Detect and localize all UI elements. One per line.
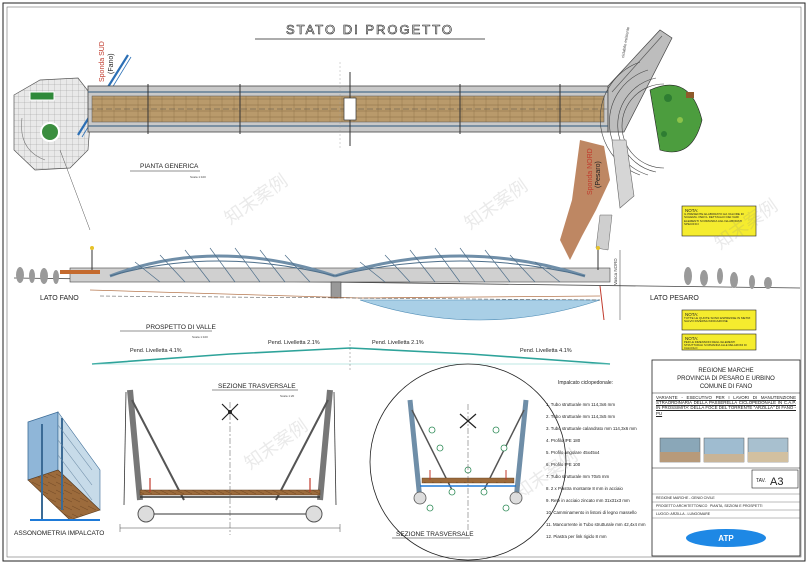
note-3-title: NOTA: xyxy=(685,336,698,341)
impalcato-item-1: 1. Tubo strutturale mm 114,3x6 mm xyxy=(546,402,615,407)
sheet-inner-border xyxy=(6,6,802,558)
comune-label: COMUNE DI FANO xyxy=(700,384,753,390)
tb-row-4: LUOGO: ARZILLA - LUNGOMARE xyxy=(656,512,711,516)
tav-box xyxy=(751,469,799,489)
lato-fano-label: LATO FANO xyxy=(40,295,79,302)
plan-scale: Scala 1:100 xyxy=(190,175,206,179)
sponda-sud-label: Sponda SUD xyxy=(99,41,106,82)
province-label: PROVINCIA DI PESARO E URBINO xyxy=(677,376,775,382)
plan-view: Sponda SUD (Fano) Sponda NORD (Pesaro) xyxy=(13,26,703,285)
elevation-view: LATO FANO LATO PESARO PROSPETTO DI VALLE… xyxy=(13,246,801,339)
impalcato-item-10: 10. Camminamento in listoni di legno mas… xyxy=(546,510,637,515)
note-2: NOTA: TUTTE LE QUOTE SONO ESPRESSE IN ME… xyxy=(681,309,757,331)
river-bank xyxy=(560,140,610,260)
slope-label-3: Pend. Livelletta 2.1% xyxy=(372,340,424,346)
region-label: REGIONE MARCHE xyxy=(698,368,753,374)
impalcato-item-5: 5. Profilo angolare 45x45x4 xyxy=(546,450,600,455)
note-2-text: TUTTE LE QUOTE SONO ESPRESSE IN METRI SA… xyxy=(684,317,751,324)
impalcato-item-8: 8. 2 x Piastra montante 8 mm in acciaio xyxy=(546,486,623,491)
slope-label-2: Pend. Livelletta 2.1% xyxy=(268,340,320,346)
title-block-main: STATO DI PROGETTO xyxy=(255,22,485,40)
tb-row-2: PROGETTO ARCHITETTONICO xyxy=(656,504,708,508)
section2-label: SEZIONE TRASVERSALE xyxy=(396,531,474,538)
sponda-nord-label: Sponda NORD xyxy=(587,148,594,195)
note-1: NOTA: IL PRESENTE ELABORATO HA VALORE DI… xyxy=(681,205,757,237)
tav-number: A3 xyxy=(770,476,783,488)
project-description: VARIANTE - ESECUTIVO PER I LAVORI DI MAN… xyxy=(656,395,796,416)
tb-row-1: REGIONE MARCHE - GENIO CIVILE xyxy=(656,496,715,500)
slope-label-4: Pend. Livelletta 4.1% xyxy=(520,348,572,354)
lato-pesaro-label: LATO PESARO xyxy=(650,295,699,302)
green-island xyxy=(649,84,703,153)
section1-scale: Scala 1:20 xyxy=(280,394,295,398)
title-block: REGIONE MARCHE PROVINCIA DI PESARO E URB… xyxy=(651,359,801,557)
svg-text:知末案例: 知末案例 xyxy=(221,171,291,229)
slope-label-1: Pend. Livelletta 4.1% xyxy=(130,348,182,354)
tav-label: TAV. xyxy=(756,478,766,484)
impalcato-item-3: 3. Tubo strutturale calandrato mm 114,3x… xyxy=(546,426,637,431)
plan-label: PIANTA GENERICA xyxy=(140,163,199,170)
abutment-pesaro xyxy=(607,29,673,133)
note-1-title: NOTA: xyxy=(685,208,698,213)
logo-text: ATP xyxy=(718,534,734,543)
cross-section-1: SEZIONE TRASVERSALE Scala 1:20 xyxy=(119,383,341,535)
impalcato-item-2: 2. Tubo strutturale mm 114,3x5 mm xyxy=(546,414,615,419)
elevation-label: PROSPETTO DI VALLE xyxy=(146,324,217,331)
tree-circle xyxy=(40,122,60,142)
elevation-scale: Scala 1:100 xyxy=(192,335,208,339)
note-2-title: NOTA: xyxy=(685,312,698,317)
impalcato-heading: Impalcato ciclopedonale: xyxy=(558,380,613,386)
section1-label: SEZIONE TRASVERSALE xyxy=(218,383,296,390)
impalcato-item-6: 6. Profilo IPE 100 xyxy=(546,462,581,467)
note-1-text: IL PRESENTE ELABORATO HA VALORE DI SCHEM… xyxy=(684,213,744,227)
impalcato-item-4: 4. Profilo IPE 180 xyxy=(546,438,581,443)
ident-label-1: ciclabile esistente xyxy=(620,26,631,59)
impalcato-item-12: 12. Piastra per link rigido 8 mm xyxy=(546,534,607,539)
impalcato-item-7: 7. Tubo strutturale mm 70x5 mm xyxy=(546,474,610,479)
sponda-sud-city: (Fano) xyxy=(108,53,115,74)
sheet-border xyxy=(2,2,806,562)
note-3: NOTA: PER LE DIMENSIONI DEGLI ELEMENTI S… xyxy=(681,333,757,351)
detail-circle xyxy=(369,363,567,561)
sponda-nord-city: (Pesaro) xyxy=(595,161,602,188)
company-logo: ATP xyxy=(686,529,766,547)
axonometry-label: ASSONOMETRIA IMPALCATO xyxy=(14,530,104,537)
ident-label-0: Vasca NORD xyxy=(613,258,618,285)
svg-text:知末案例: 知末案例 xyxy=(461,176,531,234)
page-title: STATO DI PROGETTO xyxy=(286,22,454,37)
planter xyxy=(29,91,55,101)
profile-view: Pend. Livelletta 4.1% Pend. Livelletta 2… xyxy=(91,340,611,370)
axonometry-view: ASSONOMETRIA IMPALCATO xyxy=(14,411,104,537)
arch-left xyxy=(109,254,336,278)
impalcato-legend: Impalcato ciclopedonale: 1. Tubo struttu… xyxy=(546,380,646,539)
tb-row-3: PIANTA, SEZIONI E PROSPETTI xyxy=(710,504,762,508)
impalcato-item-11: 11. Mancorrente in Tubo strutturale mm 4… xyxy=(546,522,646,527)
note-3-text: PER LE DIMENSIONI DEGLI ELEMENTI STRUTTU… xyxy=(684,341,747,350)
cross-section-2: SEZIONE TRASVERSALE xyxy=(369,363,567,561)
svg-text:知末案例: 知末案例 xyxy=(241,416,311,474)
impalcato-item-9: 9. Rete in acciaio zincato mm 31x31x3 mm xyxy=(546,498,630,503)
river xyxy=(359,299,601,321)
